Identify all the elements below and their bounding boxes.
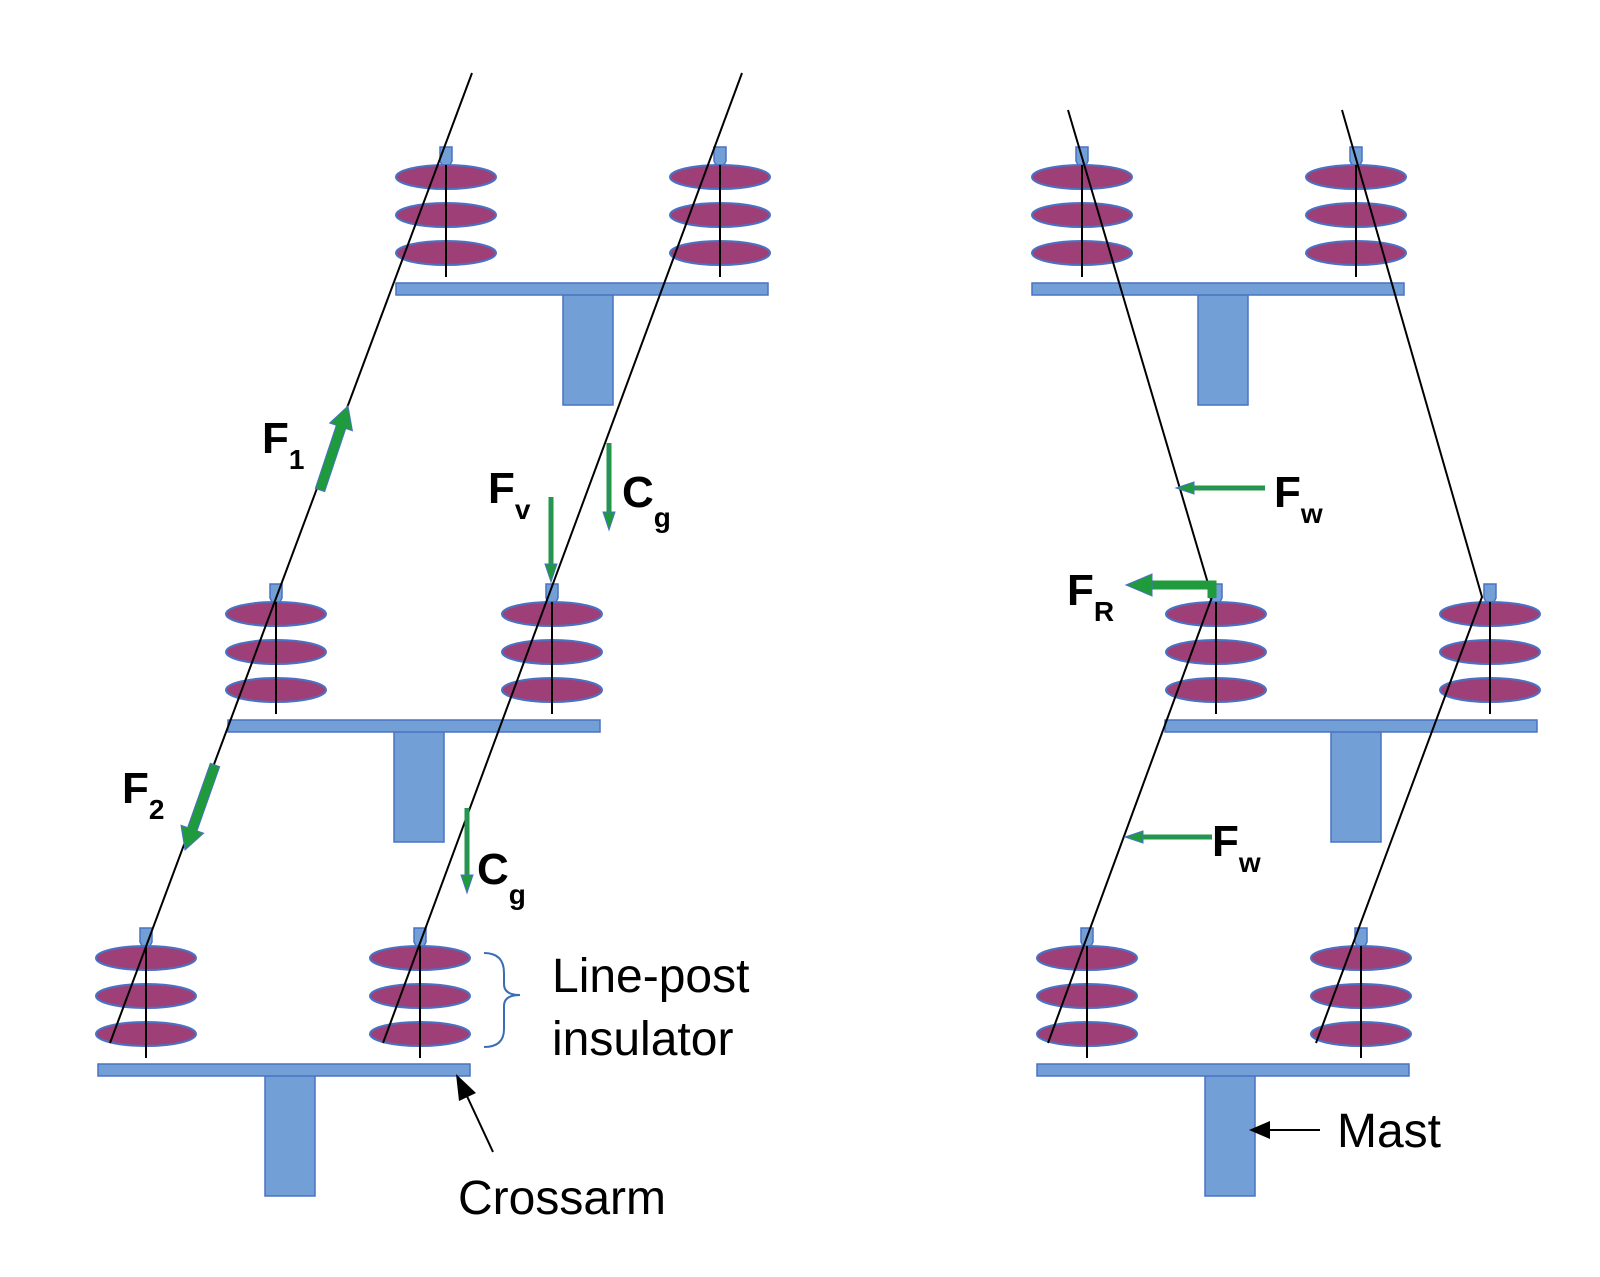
crossarm bbox=[1031, 282, 1405, 296]
label-Fw-upper: Fw bbox=[1274, 468, 1323, 529]
force-arrow-Fv bbox=[544, 497, 558, 584]
force-arrows bbox=[180, 405, 1265, 895]
crossarm bbox=[227, 719, 601, 733]
right-level-middle bbox=[1164, 583, 1541, 843]
crossarm bbox=[395, 282, 769, 296]
crossarm bbox=[1164, 719, 1538, 733]
right-level-bottom bbox=[1036, 927, 1412, 1197]
insulator-right bbox=[1310, 927, 1412, 1058]
label-line-post: Line-post bbox=[552, 950, 749, 1003]
left-conductor-2 bbox=[382, 72, 743, 1044]
force-arrow-F1 bbox=[314, 405, 354, 493]
insulator-left bbox=[1165, 583, 1267, 714]
left-view-towers bbox=[95, 146, 771, 1197]
crossarm bbox=[97, 1063, 471, 1077]
right-level-top bbox=[1031, 146, 1407, 406]
crossarm bbox=[1036, 1063, 1410, 1077]
mast-stub bbox=[562, 292, 614, 406]
insulator-right bbox=[1305, 146, 1407, 277]
label-Cg-upper: Cg bbox=[622, 468, 671, 533]
insulator-left bbox=[1031, 146, 1133, 277]
force-arrow-Cg-lower bbox=[460, 808, 474, 895]
force-arrow-F2 bbox=[180, 762, 221, 851]
label-Fw-lower: Fw bbox=[1212, 817, 1261, 878]
mast-stub bbox=[1330, 729, 1382, 843]
conductors bbox=[109, 72, 1484, 1044]
left-level-bottom bbox=[95, 927, 471, 1197]
insulator-right bbox=[501, 583, 603, 714]
label-mast: Mast bbox=[1337, 1105, 1441, 1158]
mast-stub bbox=[1204, 1073, 1256, 1197]
crossarm-pointer-head bbox=[456, 1074, 476, 1101]
mast-stub bbox=[1197, 292, 1249, 406]
label-crossarm: Crossarm bbox=[458, 1172, 666, 1225]
left-level-middle bbox=[225, 583, 603, 843]
label-insulator: insulator bbox=[552, 1013, 733, 1066]
mast-pointer-head bbox=[1249, 1121, 1270, 1139]
right-conductor-2 bbox=[1315, 109, 1484, 1044]
mast-stub bbox=[264, 1073, 316, 1197]
insulator-right bbox=[1439, 583, 1541, 714]
force-arrow-Cg-upper bbox=[602, 443, 616, 532]
force-arrow-Fw-upper bbox=[1174, 481, 1265, 495]
label-Fv: Fv bbox=[488, 464, 531, 525]
insulator-right bbox=[369, 927, 471, 1058]
label-F1: F1 bbox=[262, 414, 304, 475]
left-conductor-1 bbox=[109, 72, 473, 1044]
label-Cg-lower: Cg bbox=[477, 845, 526, 910]
right-view-towers bbox=[1031, 146, 1541, 1197]
insulator-left bbox=[395, 146, 497, 277]
crossarm-pointer-line bbox=[465, 1093, 494, 1153]
insulator-brace bbox=[483, 952, 521, 1048]
insulator-right bbox=[669, 146, 771, 277]
force-arrow-FR bbox=[1124, 573, 1217, 598]
force-arrow-Fw-lower bbox=[1123, 830, 1212, 844]
label-FR: FR bbox=[1067, 566, 1114, 627]
insulator-left bbox=[1036, 927, 1138, 1058]
mast-stub bbox=[393, 729, 445, 843]
left-level-top bbox=[395, 146, 771, 406]
label-F2: F2 bbox=[122, 764, 164, 825]
